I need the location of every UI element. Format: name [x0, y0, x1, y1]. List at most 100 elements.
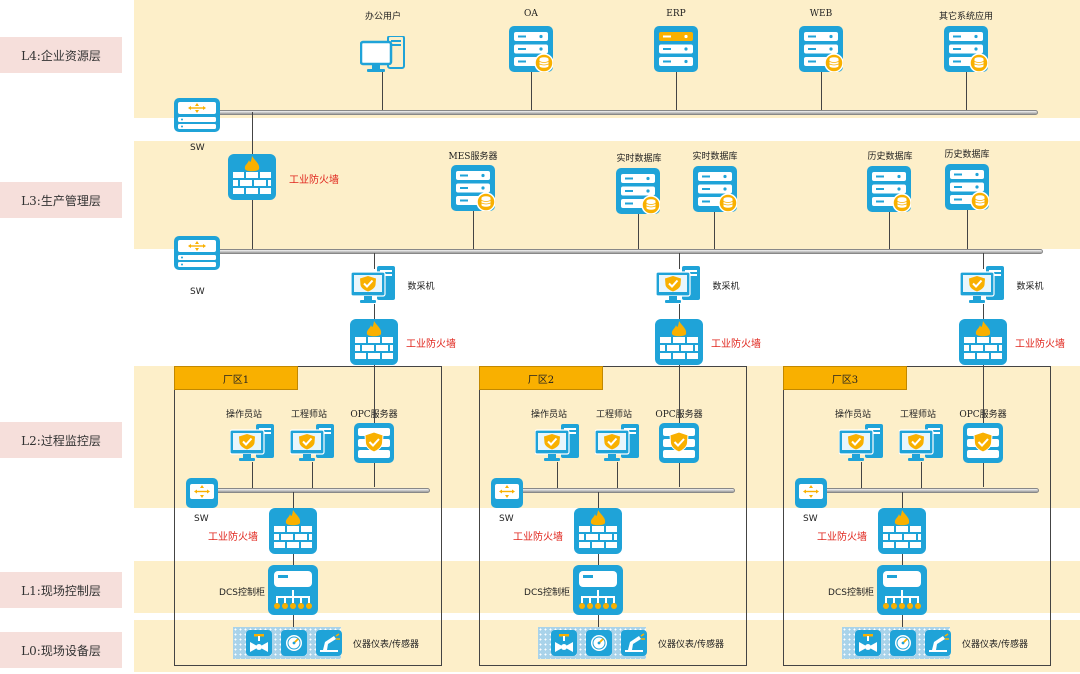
plant-2-engineer-label: 工程师站 [595, 410, 633, 420]
oa-server-icon [509, 26, 553, 72]
plant-3-dcs-icon [877, 565, 927, 615]
l3-firewall-label: 工业防火墙 [289, 175, 339, 186]
plant-1-top-firewall-icon [350, 319, 398, 365]
plant-2-instruments-label: 仪器仪表/传感器 [657, 640, 725, 650]
collector-2-icon [656, 266, 702, 304]
plant-2-operator-station-icon [535, 424, 581, 462]
plant-1-firewall-label: 工业防火墙 [208, 532, 258, 543]
plant-3-opc-label: OPC服务器 [959, 410, 1007, 420]
plant-1-instruments-label: 仪器仪表/传感器 [352, 640, 420, 650]
history-db-1-label: 历史数据库 [867, 152, 913, 162]
plant-1-engineer-label: 工程师站 [290, 410, 328, 420]
core-switch-l3-icon [174, 236, 220, 270]
history-db-2-label: 历史数据库 [944, 150, 990, 160]
oa-label: OA [524, 9, 538, 19]
plant-3-engineer-label: 工程师站 [899, 410, 937, 420]
mes-server-icon [451, 165, 495, 211]
plant-2-top-firewall-label: 工业防火墙 [711, 339, 761, 350]
erp-label: ERP [666, 9, 686, 19]
plant-2-firewall-label: 工业防火墙 [513, 532, 563, 543]
plant-1-firewall-icon [269, 508, 317, 554]
layer-label-l0: L0:现场设备层 [0, 632, 122, 668]
plant-2-firewall-icon [574, 508, 622, 554]
plant-2-operator-label: 操作员站 [530, 410, 568, 420]
l3-network-bus [214, 249, 1043, 254]
plant-1-engineer-station-icon [290, 424, 336, 462]
plant-2-sw-label: SW [499, 514, 514, 524]
plant-1-valve-icon [246, 630, 272, 656]
plant-2-tab: 厂区2 [479, 366, 603, 390]
plant-3-gauge-icon [890, 630, 916, 656]
plant-1-dcs-icon [268, 565, 318, 615]
collector-2-label: 数采机 [712, 282, 740, 292]
plant-3-dcs-label: DCS控制柜 [828, 588, 874, 598]
plant-3-firewall-icon [878, 508, 926, 554]
plant-2-zone [479, 366, 747, 666]
plant-3-engineer-station-icon [899, 424, 945, 462]
realtime-db-2-icon [693, 166, 737, 212]
web-label: WEB [809, 9, 833, 19]
realtime-db-1-label: 实时数据库 [616, 154, 662, 164]
plant-3-switch-icon [795, 478, 827, 508]
history-db-2-icon [945, 164, 989, 210]
realtime-db-2-label: 实时数据库 [692, 152, 738, 162]
plant-1-zone [174, 366, 442, 666]
plant-2-dcs-icon [573, 565, 623, 615]
plant-2-switch-icon [491, 478, 523, 508]
l3-firewall-icon [228, 154, 276, 200]
office-pc-icon [360, 36, 406, 74]
office-users-label: 办公用户 [364, 12, 402, 22]
plant-3-operator-station-icon [839, 424, 885, 462]
plant-3-top-firewall-icon [959, 319, 1007, 365]
collector-3-label: 数采机 [1016, 282, 1044, 292]
layer-label-l4: L4:企业资源层 [0, 37, 122, 73]
web-server-icon [799, 26, 843, 72]
layer-label-l3: L3:生产管理层 [0, 182, 122, 218]
plant-1-switch-icon [186, 478, 218, 508]
plant-1-opc-server-icon [354, 423, 394, 463]
plant-1-sensor-icon [316, 630, 342, 656]
plant-2-opc-label: OPC服务器 [655, 410, 703, 420]
plant-1-gauge-icon [281, 630, 307, 656]
plant-3-zone [783, 366, 1051, 666]
plant-2-sensor-icon [621, 630, 647, 656]
sw-label-l4: SW [190, 143, 205, 153]
layer-label-l2: L2:过程监控层 [0, 422, 122, 458]
plant-1-operator-label: 操作员站 [225, 410, 263, 420]
layer-label-l1: L1:现场控制层 [0, 572, 122, 608]
plant-3-operator-label: 操作员站 [834, 410, 872, 420]
collector-1-icon [351, 266, 397, 304]
plant-3-valve-icon [855, 630, 881, 656]
plant-1-tab: 厂区1 [174, 366, 298, 390]
l4-band [134, 0, 1080, 118]
plant-3-sensor-icon [925, 630, 951, 656]
plant-3-bus [823, 488, 1039, 493]
plant-2-engineer-station-icon [595, 424, 641, 462]
l3-band [134, 141, 1080, 249]
collector-3-icon [960, 266, 1006, 304]
plant-1-sw-label: SW [194, 514, 209, 524]
other-apps-server-icon [944, 26, 988, 72]
core-switch-l4-icon [174, 98, 220, 132]
plant-2-gauge-icon [586, 630, 612, 656]
history-db-1-icon [867, 166, 911, 212]
plant-2-valve-icon [551, 630, 577, 656]
other-apps-label: 其它系统应用 [938, 12, 994, 22]
realtime-db-1-icon [616, 168, 660, 214]
plant-3-sw-label: SW [803, 514, 818, 524]
plant-1-opc-label: OPC服务器 [350, 410, 398, 420]
plant-1-operator-station-icon [230, 424, 276, 462]
sw-label-l3: SW [190, 287, 205, 297]
mes-server-label: MES服务器 [448, 152, 498, 162]
plant-1-dcs-label: DCS控制柜 [219, 588, 265, 598]
plant-1-bus [214, 488, 430, 493]
erp-server-icon [654, 26, 698, 72]
plant-3-firewall-label: 工业防火墙 [817, 532, 867, 543]
plant-3-opc-server-icon [963, 423, 1003, 463]
plant-2-bus [519, 488, 735, 493]
plant-3-instruments-label: 仪器仪表/传感器 [961, 640, 1029, 650]
plant-3-top-firewall-label: 工业防火墙 [1015, 339, 1065, 350]
plant-2-opc-server-icon [659, 423, 699, 463]
l4-network-bus [214, 110, 1038, 115]
plant-2-dcs-label: DCS控制柜 [524, 588, 570, 598]
